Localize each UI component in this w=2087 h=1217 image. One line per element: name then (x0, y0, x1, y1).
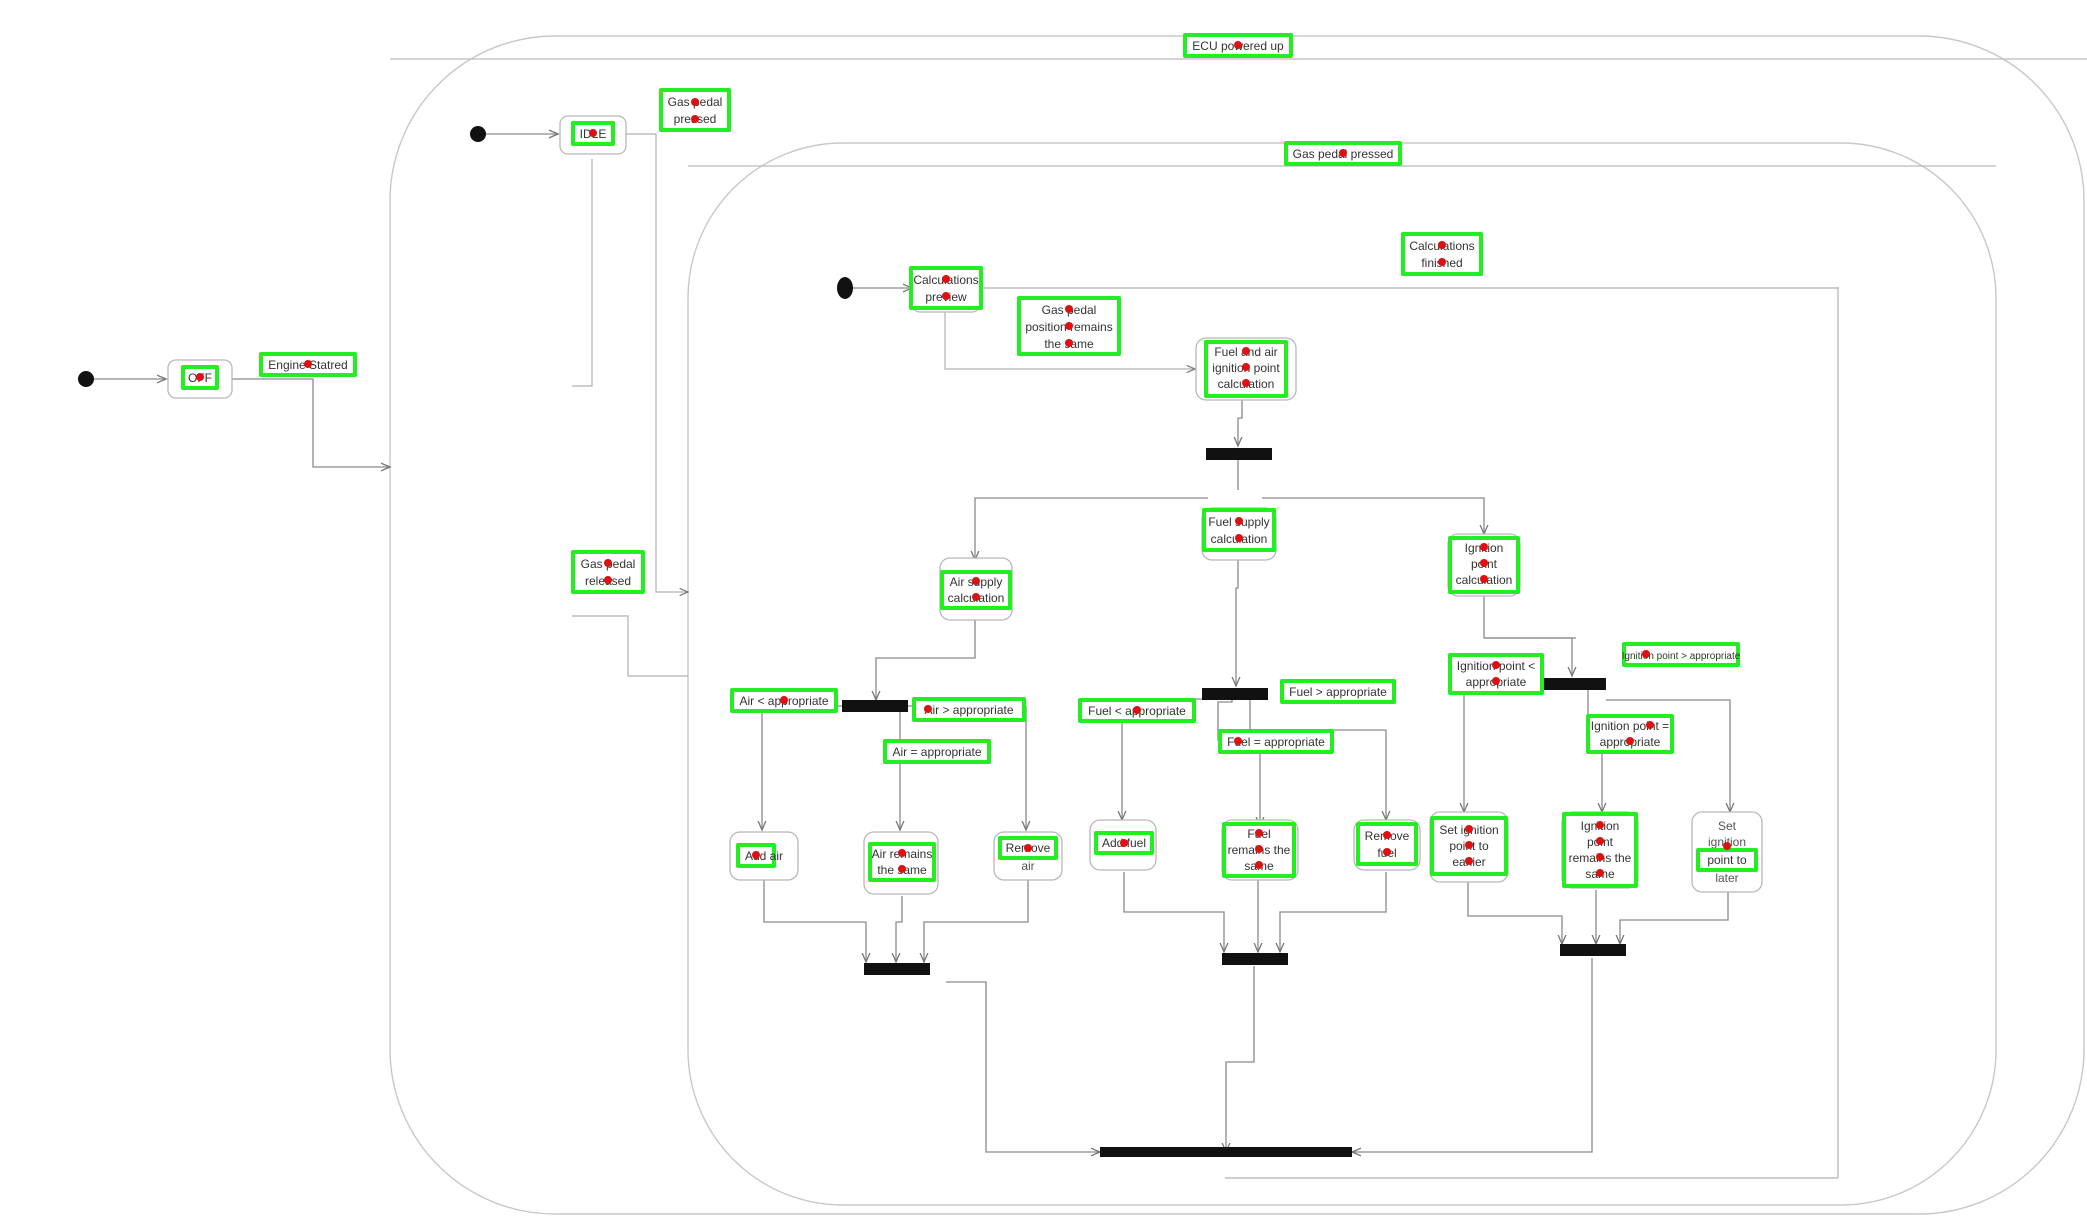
state-calculations-preview-label[interactable]: Calculations preview (909, 266, 983, 310)
state-fuel-air-ignition-label[interactable]: Fuel and air ignition point calculation (1204, 340, 1288, 398)
gas-pressed-transition-label: Gas pedal pressed (659, 88, 731, 132)
state-off-label[interactable]: OFF (181, 365, 219, 390)
state-set-ignition-later-label[interactable]: point to (1696, 842, 1758, 872)
state-ignition-remains-label[interactable]: Ignition point remains the same (1562, 812, 1638, 888)
state-air-supply-label[interactable]: Air supply calculation (940, 570, 1012, 610)
calculations-finished-label: Calculations finished (1401, 232, 1483, 276)
state-add-fuel-label[interactable]: Add fuel (1094, 831, 1154, 855)
air-greater-label: Air > appropriate (912, 697, 1026, 722)
join-bar-final (1100, 1147, 1352, 1157)
fuel-greater-label: Fuel > appropriate (1280, 679, 1396, 704)
fork-bar-ignition (1540, 678, 1606, 690)
ign-greater-label: Ignition point > appropriate (1622, 642, 1741, 667)
svg-text:Ignition point > appropriate: Ignition point > appropriate (1622, 651, 1741, 662)
fork-bar-fuel (1202, 688, 1268, 700)
gas-pressed-region-label: Gas pedal pressed (1284, 141, 1402, 166)
state-set-ignition-later-line1: Set (1718, 819, 1737, 833)
state-add-air-label[interactable]: Add air (736, 843, 783, 868)
state-remove-fuel-label[interactable]: Remove fuel (1356, 822, 1418, 866)
gas-pressed-region (687, 142, 1997, 1206)
ecu-powered-up-region (389, 35, 2085, 1215)
air-equal-label: Air = appropriate (883, 739, 991, 764)
initial-dot-gas (837, 277, 853, 299)
engine-started-label: Engine Statred (259, 352, 357, 377)
ign-equal-label: Ignition point = appropriate (1586, 714, 1674, 754)
svg-text:Air > appropriate: Air > appropriate (924, 703, 1013, 717)
ecu-powered-up-label: ECU powered up (1183, 33, 1293, 58)
join-bar-ignition (1560, 944, 1626, 956)
join-bar-air (864, 963, 930, 975)
state-remove-air-line2: air (1021, 859, 1034, 873)
state-remove-air-label[interactable]: Remove (998, 836, 1058, 860)
air-less-label: Air < appropriate (730, 688, 838, 713)
initial-dot-ecu (470, 126, 486, 142)
svg-text:Add air: Add air (745, 849, 783, 863)
state-air-remains-label[interactable]: Air remains the same (868, 842, 936, 882)
state-fuel-remains-label[interactable]: Fuel remains the same (1222, 822, 1296, 878)
pedal-position-same-label: Gas pedal position remains the same (1017, 296, 1121, 356)
gas-released-label: Gas pedal released (571, 550, 645, 594)
state-ignition-point-label[interactable]: Ignition point calculation (1448, 536, 1520, 594)
svg-text:point to: point to (1707, 853, 1747, 867)
state-set-ignition-later-line4: later (1715, 871, 1738, 885)
state-fuel-supply-label[interactable]: Fuel supply calculation (1202, 508, 1276, 552)
fork-bar-air (842, 700, 908, 712)
svg-text:Ignition point =: Ignition point = (1591, 719, 1669, 733)
fork-bar-main (1206, 448, 1272, 460)
join-bar-fuel (1222, 953, 1288, 965)
initial-dot-outer (78, 371, 94, 387)
transition-lines (94, 134, 1838, 1152)
state-idle-label[interactable]: IDLE (571, 121, 615, 146)
state-set-ignition-earlier-label[interactable]: Set ignition point to earlier (1430, 816, 1508, 876)
ign-less-label: Ignition point < appropriate (1448, 653, 1544, 695)
svg-text:Air = appropriate: Air = appropriate (892, 745, 981, 759)
svg-text:Fuel > appropriate: Fuel > appropriate (1289, 685, 1387, 699)
fuel-equal-label: Fuel = appropriate (1218, 729, 1334, 754)
fuel-less-label: Fuel < appropriate (1078, 698, 1196, 723)
svg-text:Fuel = appropriate: Fuel = appropriate (1227, 735, 1325, 749)
